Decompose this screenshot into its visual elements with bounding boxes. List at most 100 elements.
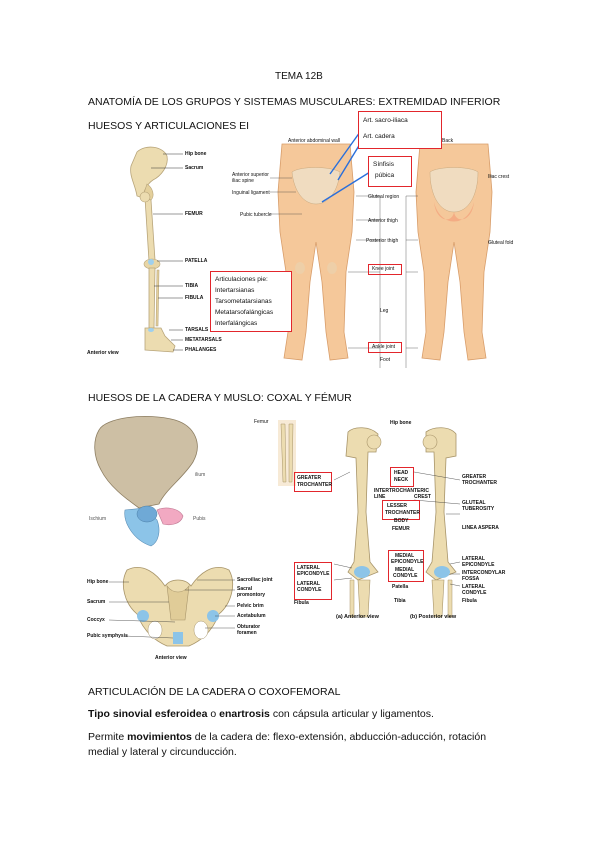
ankle-joint-box: Ankle joint	[368, 342, 402, 353]
text-tarsometatarsal: Tarsometatarsianas	[215, 298, 272, 305]
body-regions-drawing	[270, 131, 493, 368]
label-ischium: Ischium	[89, 516, 107, 522]
label-knee-joint: Knee joint	[372, 266, 395, 272]
label-posterior-thigh: Posterior thigh	[366, 238, 399, 244]
label-femur: FEMUR	[185, 211, 203, 217]
pelvis-label-pelvic-brim: Pelvic brim	[237, 603, 264, 609]
label-metatarsals: METATARSALS	[185, 337, 222, 343]
label-lateral-r1: LATERAL	[462, 556, 485, 562]
section1-title: HUESOS Y ARTICULACIONES EI	[88, 120, 250, 132]
label-patella-femur: Patella	[392, 584, 409, 590]
label-fossa: FOSSA	[462, 576, 480, 582]
label-fibula-left: Fibula	[294, 600, 309, 606]
paragraph-2-line-1: Permite movimientos de la cadera de: fle…	[88, 731, 486, 743]
label-lesser: LESSER	[387, 503, 408, 509]
label-epicondyle-r: EPICONDYLE	[462, 562, 495, 568]
p2-bold: movimientos	[127, 731, 192, 743]
lower-limb-skeleton-figure: Hip bone Sacrum FEMUR PATELLA TIBIA FIBU…	[85, 140, 225, 362]
p2-pre: Permite	[88, 731, 128, 743]
femur-figure: Femur Hip bone GREATER TROCHANTER HEAD N…	[250, 412, 520, 627]
label-anterior-view-a: (a) Anterior view	[336, 614, 379, 620]
label-trochanter-l: TROCHANTER	[297, 482, 332, 488]
pelvis-label-promontory: promontory	[237, 592, 266, 598]
label-iliac-crest: Iliac crest	[488, 174, 510, 180]
label-leg: Leg	[380, 308, 389, 314]
label-anterior-view: Anterior view	[87, 350, 119, 356]
label-body: BODY	[394, 518, 409, 524]
label-pubis: Pubis	[193, 516, 206, 522]
body-regions-figure: Anterior abdominal wall Back Anterior su…	[230, 131, 520, 372]
label-patella: PATELLA	[185, 258, 208, 264]
label-crest: CREST	[414, 494, 431, 500]
text-pubica: púbica	[375, 172, 395, 179]
sacroiliac-hip-box: Art. sacro-iliaca Art. cadera	[358, 111, 442, 149]
label-head: HEAD	[394, 470, 409, 476]
label-femur-main: FEMUR	[392, 526, 410, 532]
label-condyle-r: CONDYLE	[462, 590, 487, 596]
text-intertarsal: Intertarsianas	[215, 287, 255, 294]
pelvis-label-pubic-symphysis: Pubic symphysis	[87, 633, 128, 639]
label-medial-2: MEDIAL	[395, 567, 415, 573]
label-neck: NECK	[394, 477, 409, 483]
pelvis-label-obturator: Obturator	[237, 624, 261, 630]
pelvis-label-coccyx: Coccyx	[87, 617, 105, 623]
section2-title: HUESOS DE LA CADERA Y MUSLO: COXAL Y FÉM…	[88, 392, 352, 404]
greater-troch-left-box: GREATER TROCHANTER	[294, 472, 332, 492]
p1-bold-2: enartrosis	[219, 708, 270, 720]
label-greater-r: GREATER	[462, 474, 487, 480]
paragraph-1: Tipo sinovial esferoidea o enartrosis co…	[88, 708, 434, 720]
label-foot: Foot	[380, 357, 391, 363]
label-anterior-thigh: Anterior thigh	[368, 218, 398, 224]
label-gluteal-region: Gluteal region	[368, 194, 400, 200]
pelvis-label-sacrum: Sacrum	[87, 599, 106, 605]
paragraph-2-line-2: medial y lateral y circunducción.	[88, 746, 237, 758]
label-condyle-l: CONDYLE	[297, 587, 322, 593]
label-trochanter-r: TROCHANTER	[462, 480, 497, 486]
pelvis-label-foramen: foramen	[237, 630, 257, 636]
p1-mid: o	[207, 708, 220, 720]
femur-drawing	[278, 420, 461, 618]
label-tuberosity: TUBEROSITY	[462, 506, 495, 512]
label-back: Back	[442, 138, 454, 144]
label-epicondyle-l: EPICONDYLE	[297, 571, 330, 577]
label-pubic-tubercle: Pubic tubercle	[240, 212, 272, 218]
pelvis-label-sacral: Sacral	[237, 586, 253, 592]
medial-box: MEDIAL EPICONDYLE MEDIAL CONDYLE	[388, 550, 424, 582]
label-fibula: FIBULA	[185, 295, 204, 301]
label-intertroch: INTERTROCHANTERIC	[374, 488, 429, 494]
label-iliac-spine: Anterior superior iliac spine	[232, 172, 269, 184]
coxal-drawing	[94, 415, 198, 547]
label-tarsals: TARSALS	[185, 327, 209, 333]
text-sacroiliac: Art. sacro-iliaca	[363, 117, 408, 124]
head-neck-box: HEAD NECK	[390, 467, 414, 487]
p1-bold-1: Tipo sinovial esferoidea	[88, 708, 208, 720]
lesser-troch-box: LESSER TROCHANTER	[382, 500, 420, 520]
label-condyle-m: CONDYLE	[393, 573, 418, 579]
lateral-left-box: LATERAL EPICONDYLE LATERAL CONDYLE	[294, 562, 332, 600]
p1-rest: con cápsula articular y ligamentos.	[269, 708, 434, 720]
label-tibia: TIBIA	[185, 283, 199, 289]
label-epicondyle-m: EPICONDYLE	[391, 559, 424, 565]
pelvis-label-hip-bone: Hip bone	[87, 579, 109, 585]
knee-joint-box: Knee joint	[368, 264, 402, 275]
coxal-bone-figure: ilium Ischium Pubis	[85, 412, 210, 552]
section3-title: ARTICULACIÓN DE LA CADERA O COXOFEMORAL	[88, 686, 341, 698]
skeleton-drawing	[130, 146, 183, 353]
pelvis-label-sacroiliac: Sacroiliac joint	[237, 577, 273, 583]
text-sinfisis: Sínfisis	[373, 161, 394, 168]
pelvis-label-acetabulum: Acetabulum	[237, 613, 266, 619]
text-metatarsophalangeal: Metatarsofalángicas	[215, 309, 274, 316]
label-hip-bone: Hip bone	[185, 151, 207, 157]
label-greater-l: GREATER	[297, 475, 322, 481]
pelvis-label-anterior-view: Anterior view	[155, 655, 187, 661]
label-lesser-trochanter: TROCHANTER	[385, 510, 420, 516]
doc-title: TEMA 12B	[275, 71, 323, 82]
label-ilium: ilium	[195, 472, 206, 478]
text-hip-joint: Art. cadera	[363, 133, 395, 140]
label-gluteal: GLUTEAL	[462, 500, 486, 506]
label-linea-aspera: LINEA ASPERA	[462, 525, 499, 531]
label-sacrum: Sacrum	[185, 165, 204, 171]
label-lateral-1: LATERAL	[297, 565, 320, 571]
text-foot-joints: Articulaciones pie:	[215, 276, 268, 283]
label-line: LINE	[374, 494, 386, 500]
